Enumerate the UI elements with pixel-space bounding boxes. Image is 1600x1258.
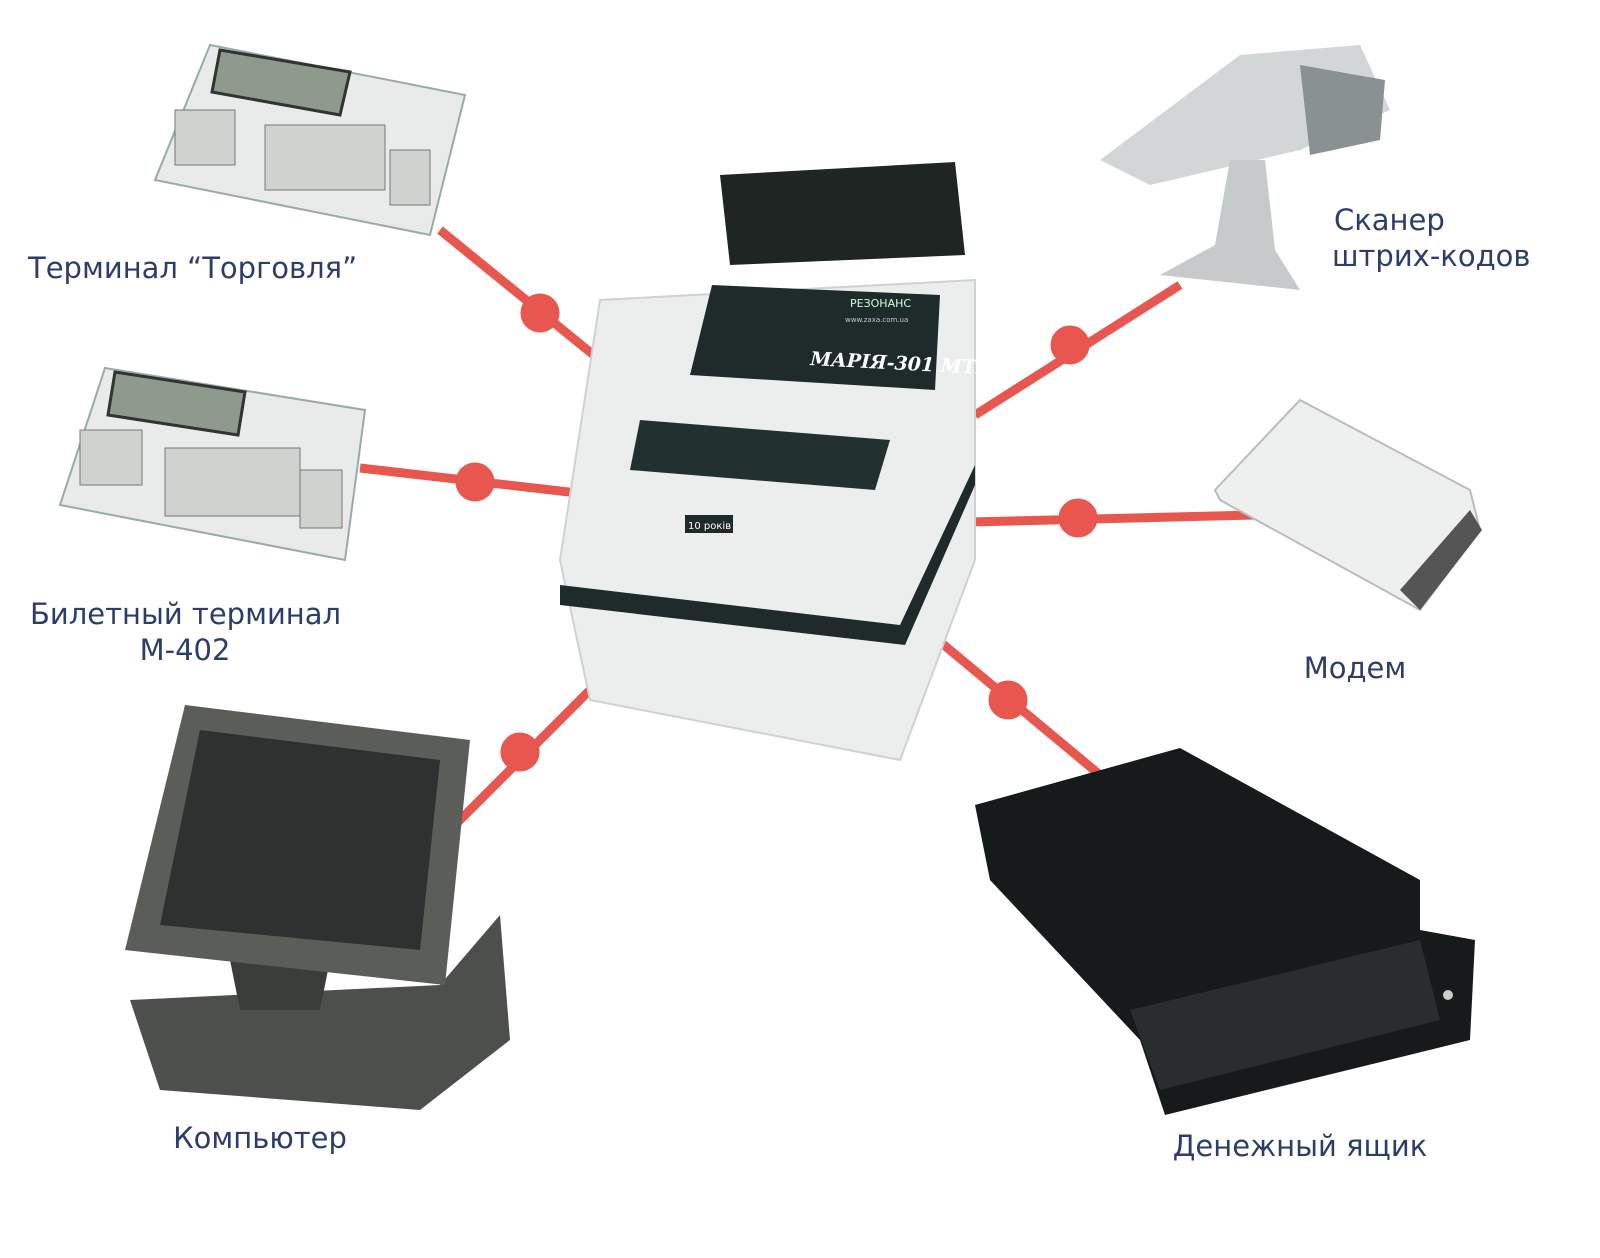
- connector-computer: [451, 686, 594, 829]
- connector-ticket-terminal: [359, 462, 596, 502]
- label-ticket-terminal-line2: М-402: [139, 633, 231, 667]
- ticket-terminal-image: [58, 366, 367, 562]
- computer-image: [125, 705, 510, 1110]
- connector-scanner: [972, 281, 1183, 419]
- website-text: www.zaxa.com.ua: [845, 316, 908, 324]
- fiscal-register-image: РЕЗОНАНС www.zaxa.com.ua МАРІЯ-301 МТМ 1…: [558, 162, 998, 762]
- cash-drawer-image: [975, 748, 1475, 1115]
- barcode-scanner-image: [1100, 45, 1390, 290]
- label-scanner-line1: Сканер: [1334, 203, 1445, 237]
- label-scanner-line2: штрих-кодов: [1332, 239, 1531, 273]
- trade-terminal-image: [153, 43, 467, 237]
- connector-cash-drawer: [917, 621, 1103, 779]
- label-ticket-terminal: Билетный терминал М-402: [30, 596, 342, 668]
- connector-modem: [969, 498, 1256, 538]
- label-barcode-scanner: Сканер штрих-кодов: [1332, 202, 1530, 274]
- modem-image: [1213, 398, 1482, 612]
- label-cash-drawer: Денежный ящик: [1172, 1129, 1428, 1163]
- badge-text: 10 років: [688, 520, 731, 532]
- label-ticket-terminal-line1: Билетный терминал: [30, 597, 342, 631]
- label-trade-terminal: Терминал “Торговля”: [28, 251, 358, 285]
- label-computer: Компьютер: [173, 1121, 347, 1155]
- brand-text: РЕЗОНАНС: [850, 297, 911, 310]
- label-modem: Модем: [1303, 651, 1407, 685]
